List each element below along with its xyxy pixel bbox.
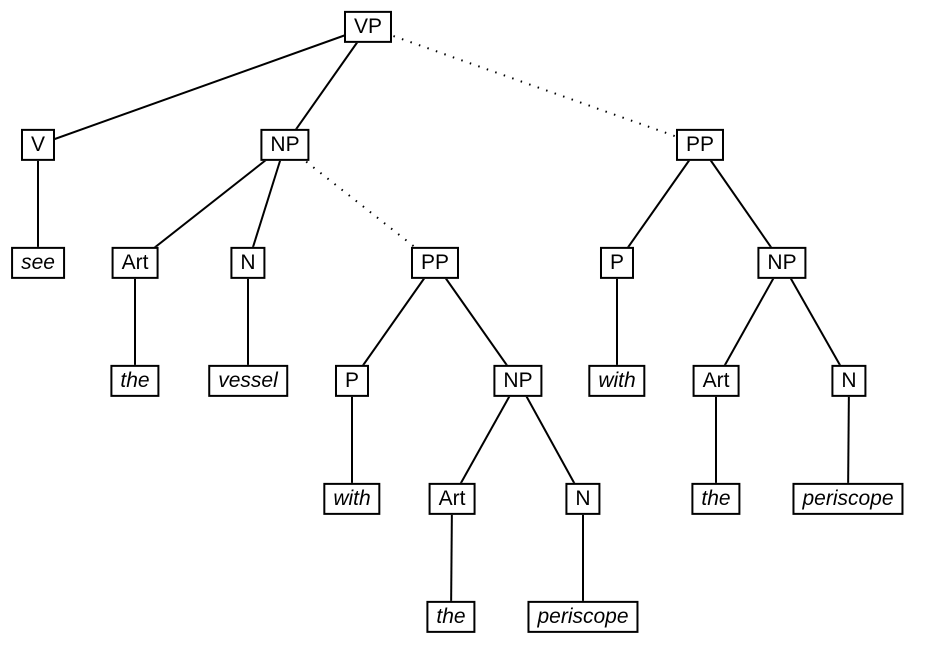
edge-np3-art3: [715, 262, 783, 382]
edge-pp1-p1: [351, 262, 436, 382]
tree-node-n3: N: [831, 364, 867, 398]
tree-node-with1: with: [323, 482, 381, 516]
tree-node-n2: N: [565, 482, 601, 516]
tree-node-np3: NP: [757, 246, 807, 280]
tree-node-p1: P: [334, 364, 370, 398]
edge-pp2-np3: [699, 144, 783, 264]
edge-vp-np1: [284, 26, 369, 146]
tree-node-the2: the: [426, 600, 476, 634]
tree-node-per1: periscope: [527, 600, 639, 634]
tree-node-the1: the: [110, 364, 160, 398]
edge-np1-art1: [134, 144, 286, 264]
tree-node-vp: VP: [343, 10, 393, 44]
tree-node-with2: with: [588, 364, 646, 398]
edge-pp1-np2: [434, 262, 519, 382]
edge-np1-pp1: [284, 144, 436, 264]
tree-node-the3: the: [691, 482, 741, 516]
tree-node-pp2: PP: [675, 128, 725, 162]
edge-np1-n1: [247, 144, 286, 264]
edge-pp2-p2: [616, 144, 701, 264]
edge-n3-per2: [847, 380, 850, 500]
tree-node-v: V: [20, 128, 56, 162]
tree-node-per2: periscope: [792, 482, 904, 516]
tree-node-np2: NP: [493, 364, 543, 398]
tree-node-see: see: [11, 246, 65, 280]
tree-node-np1: NP: [260, 128, 310, 162]
tree-node-n1: N: [230, 246, 266, 280]
edge-vp-v: [37, 26, 369, 146]
tree-node-art3: Art: [692, 364, 740, 398]
tree-node-vessel: vessel: [208, 364, 288, 398]
tree-node-art1: Art: [111, 246, 159, 280]
edge-vp-pp2: [367, 26, 701, 146]
edge-np2-art2: [451, 380, 519, 500]
tree-node-pp1: PP: [410, 246, 460, 280]
edge-np2-n2: [517, 380, 584, 500]
edge-np3-n3: [781, 262, 850, 382]
tree-node-art2: Art: [428, 482, 476, 516]
tree-node-p2: P: [599, 246, 635, 280]
edge-art2-the2: [450, 498, 453, 618]
